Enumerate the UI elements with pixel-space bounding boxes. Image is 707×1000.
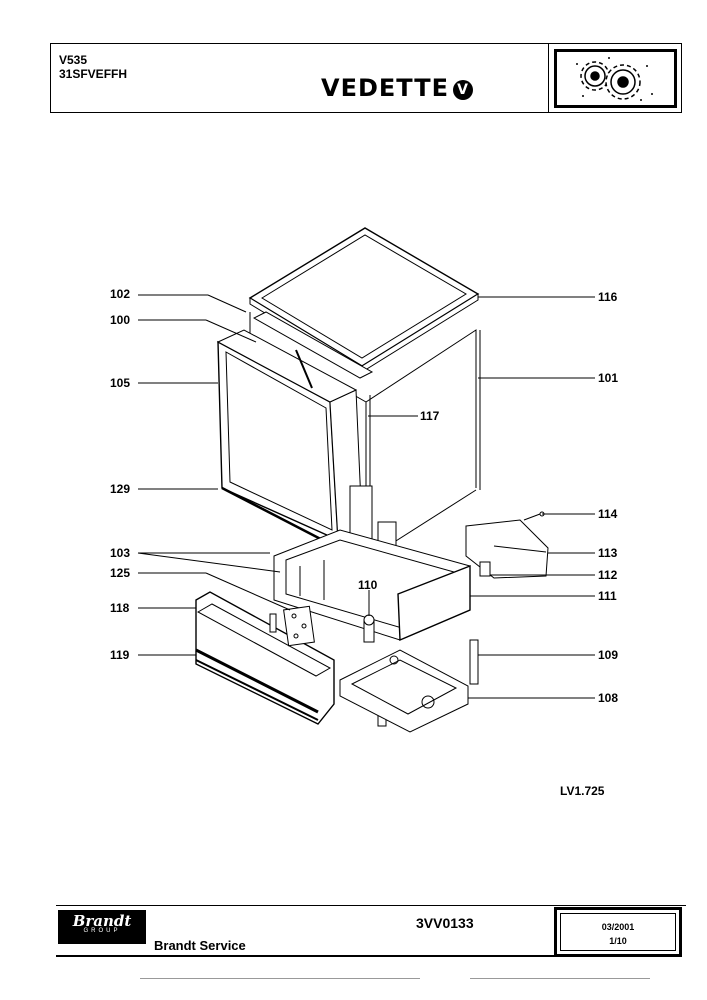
callout-103: 103 bbox=[110, 546, 131, 560]
logo-subtitle: GROUP bbox=[83, 928, 121, 934]
callout-118: 118 bbox=[110, 601, 130, 615]
duct-part bbox=[465, 519, 549, 579]
base-tray-part bbox=[339, 649, 469, 733]
callout-109: 109 bbox=[598, 648, 619, 662]
callout-100: 100 bbox=[110, 313, 131, 327]
drawing-reference: LV1.725 bbox=[560, 784, 605, 798]
callout-112: 112 bbox=[598, 568, 618, 582]
brand-mark-icon: V bbox=[452, 80, 473, 100]
callout-111: 111 bbox=[598, 589, 617, 603]
callout-108: 108 bbox=[598, 691, 619, 705]
callout-101: 101 bbox=[598, 371, 619, 385]
brandt-logo: Brandt GROUP bbox=[58, 910, 146, 944]
callout-129: 129 bbox=[110, 482, 131, 496]
model-code: V535 bbox=[59, 53, 88, 67]
callout-117: 117 bbox=[420, 409, 440, 423]
service-name: Brandt Service bbox=[154, 938, 246, 953]
gears-icon bbox=[576, 57, 653, 101]
worktop-part bbox=[248, 227, 480, 367]
date-page-box: 03/2001 1/10 bbox=[554, 907, 682, 957]
scan-divider bbox=[470, 978, 650, 979]
callout-102: 102 bbox=[110, 287, 131, 301]
model-info: V535 31SFVEFFH bbox=[59, 53, 127, 81]
brand-name: VEDETTE bbox=[321, 74, 449, 102]
callout-114: 114 bbox=[598, 507, 618, 521]
callout-125: 125 bbox=[110, 566, 131, 580]
issue-date: 03/2001 bbox=[601, 922, 635, 932]
callout-113: 113 bbox=[598, 546, 618, 560]
scan-divider bbox=[140, 978, 420, 979]
document-number: 3VV0133 bbox=[416, 915, 474, 931]
callout-119: 119 bbox=[110, 648, 130, 662]
gears-emblem bbox=[548, 44, 681, 112]
footer-block: Brandt GROUP Brandt Service 3VV0133 03/2… bbox=[56, 905, 686, 957]
callout-116: 116 bbox=[598, 290, 618, 304]
logo-wordmark: Brandt bbox=[72, 912, 132, 930]
callout-105: 105 bbox=[110, 376, 131, 390]
model-reference: 31SFVEFFH bbox=[59, 67, 128, 81]
page-number: 1/10 bbox=[609, 936, 627, 946]
callout-110: 110 bbox=[358, 578, 378, 592]
